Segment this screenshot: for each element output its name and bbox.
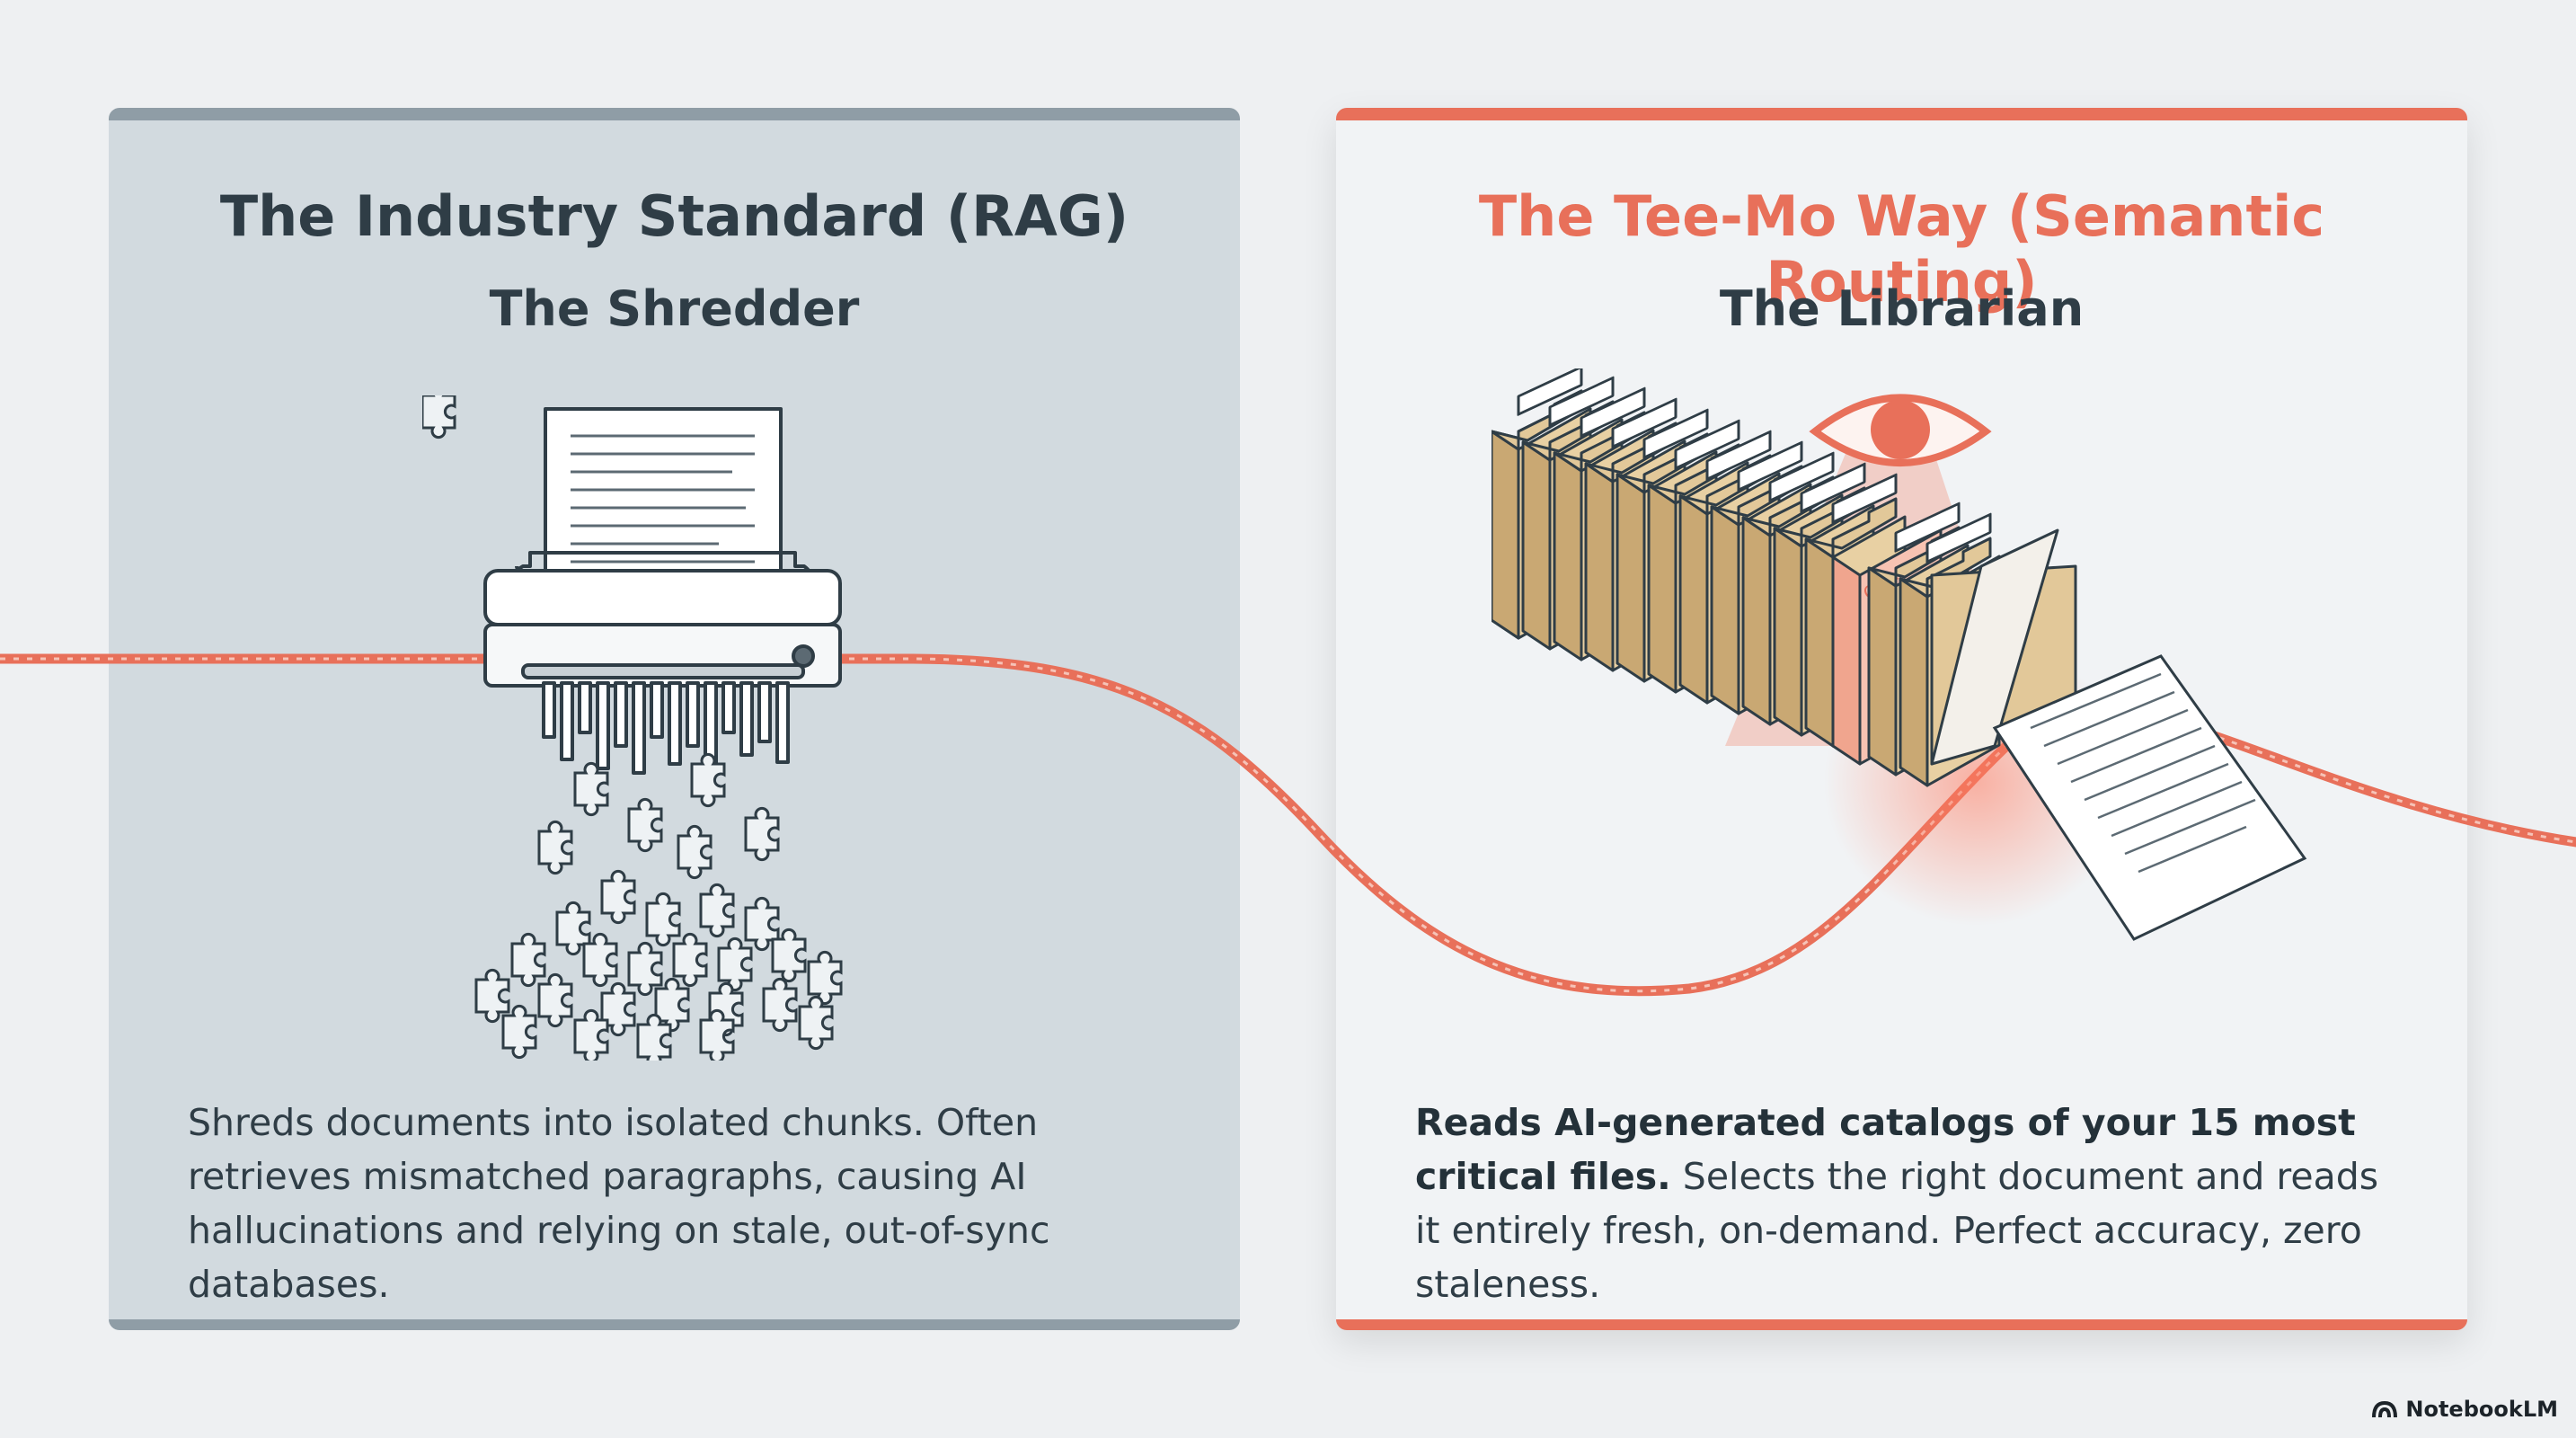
rag-subtitle: The Shredder <box>489 280 860 337</box>
rag-title: The Industry Standard (RAG) <box>219 183 1129 249</box>
semantic-routing-description-rest: Selects the right document and reads it … <box>1415 1155 2379 1306</box>
notebooklm-label: NotebookLM <box>2405 1397 2558 1422</box>
semantic-routing-title: The Tee-Mo Way (Semantic Routing) <box>1478 183 2325 315</box>
notebooklm-brand: NotebookLM <box>2371 1397 2558 1422</box>
notebooklm-logo-icon <box>2372 1400 2398 1418</box>
semantic-routing-subtitle: The Librarian <box>1719 280 2085 337</box>
semantic-routing-description: Reads AI-generated catalogs of your 15 m… <box>1415 1096 2395 1311</box>
semantic-routing-panel: The Tee-Mo Way (Semantic Routing) The Li… <box>1336 108 2467 1330</box>
rag-description: Shreds documents into isolated chunks. O… <box>188 1101 1050 1306</box>
semantic-routing-description-bold: Reads AI-generated catalogs of your 15 m… <box>1415 1101 2356 1198</box>
rag-panel: The Industry Standard (RAG) The Shredder… <box>109 108 1240 1330</box>
